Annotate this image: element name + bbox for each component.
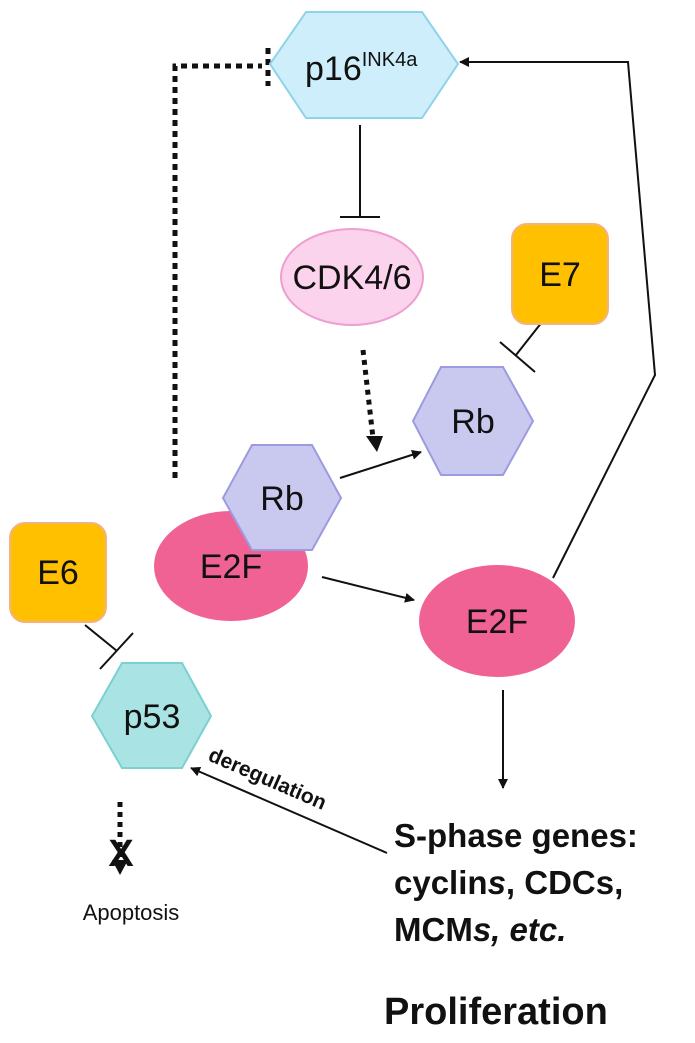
- rb-free-label: Rb: [451, 403, 494, 441]
- rb-free-hexagon: [411, 366, 535, 476]
- sphase-line-1: S-phase genes:: [394, 817, 638, 854]
- p53-label: p53: [124, 698, 181, 736]
- block-mark: X: [108, 833, 134, 875]
- e6-to-p53-bar: [99, 632, 134, 670]
- e2f-bound-label: E2F: [200, 548, 262, 586]
- sphase-line-3: MCMs, etc.: [394, 911, 566, 948]
- e7-label: E7: [539, 256, 581, 294]
- e7-box: [511, 223, 609, 325]
- sphase-line-2: cyclins, CDCs,: [394, 864, 623, 901]
- p16-label: p16INK4a: [305, 49, 418, 88]
- cdk-to-rb-arrowhead: [366, 436, 383, 452]
- p16-superscript: INK4a: [362, 49, 418, 71]
- p16-hexagon: [268, 11, 460, 119]
- e2f-to-p16-arrow: [459, 57, 657, 579]
- cdk46-label: CDK4/6: [292, 259, 411, 297]
- e2f-release-arrow: [321, 576, 415, 603]
- proliferation-label: Proliferation: [384, 991, 608, 1033]
- sphase-cdcs: , CDCs,: [506, 864, 623, 901]
- e7-to-rb-bar: [499, 341, 536, 373]
- sphase-title: S-phase genes:: [394, 817, 638, 854]
- e2f-free-ellipse: [419, 565, 575, 677]
- deregulation-arrow: [190, 766, 388, 854]
- e2f-free-label: E2F: [466, 603, 528, 641]
- e6-to-p53-inhibition: [84, 624, 118, 652]
- apoptosis-label: Apoptosis: [83, 900, 180, 925]
- rb-release-arrow: [339, 449, 422, 479]
- deregulation-label: deregulation: [205, 743, 330, 814]
- p53-to-apoptosis-arrowhead: [112, 860, 128, 875]
- sphase-etc: s, etc.: [473, 911, 567, 948]
- rb-bound-label: Rb: [260, 480, 303, 518]
- dotted-feedback-line: [172, 63, 262, 478]
- p53-hexagon: [90, 662, 213, 769]
- sphase-cyclin-plural: s: [488, 864, 506, 901]
- sphase-cyclin: cyclin: [394, 864, 488, 901]
- e6-box: [9, 522, 107, 623]
- sphase-mcm: MCM: [394, 911, 473, 948]
- rb-bound-hexagon: [221, 444, 343, 551]
- cdk-to-rb-dotted-arrow: [360, 349, 376, 439]
- p16-main-text: p16: [305, 50, 362, 88]
- cdk46-ellipse: [280, 228, 424, 326]
- e7-to-rb-inhibition: [515, 321, 543, 356]
- e6-label: E6: [37, 554, 79, 592]
